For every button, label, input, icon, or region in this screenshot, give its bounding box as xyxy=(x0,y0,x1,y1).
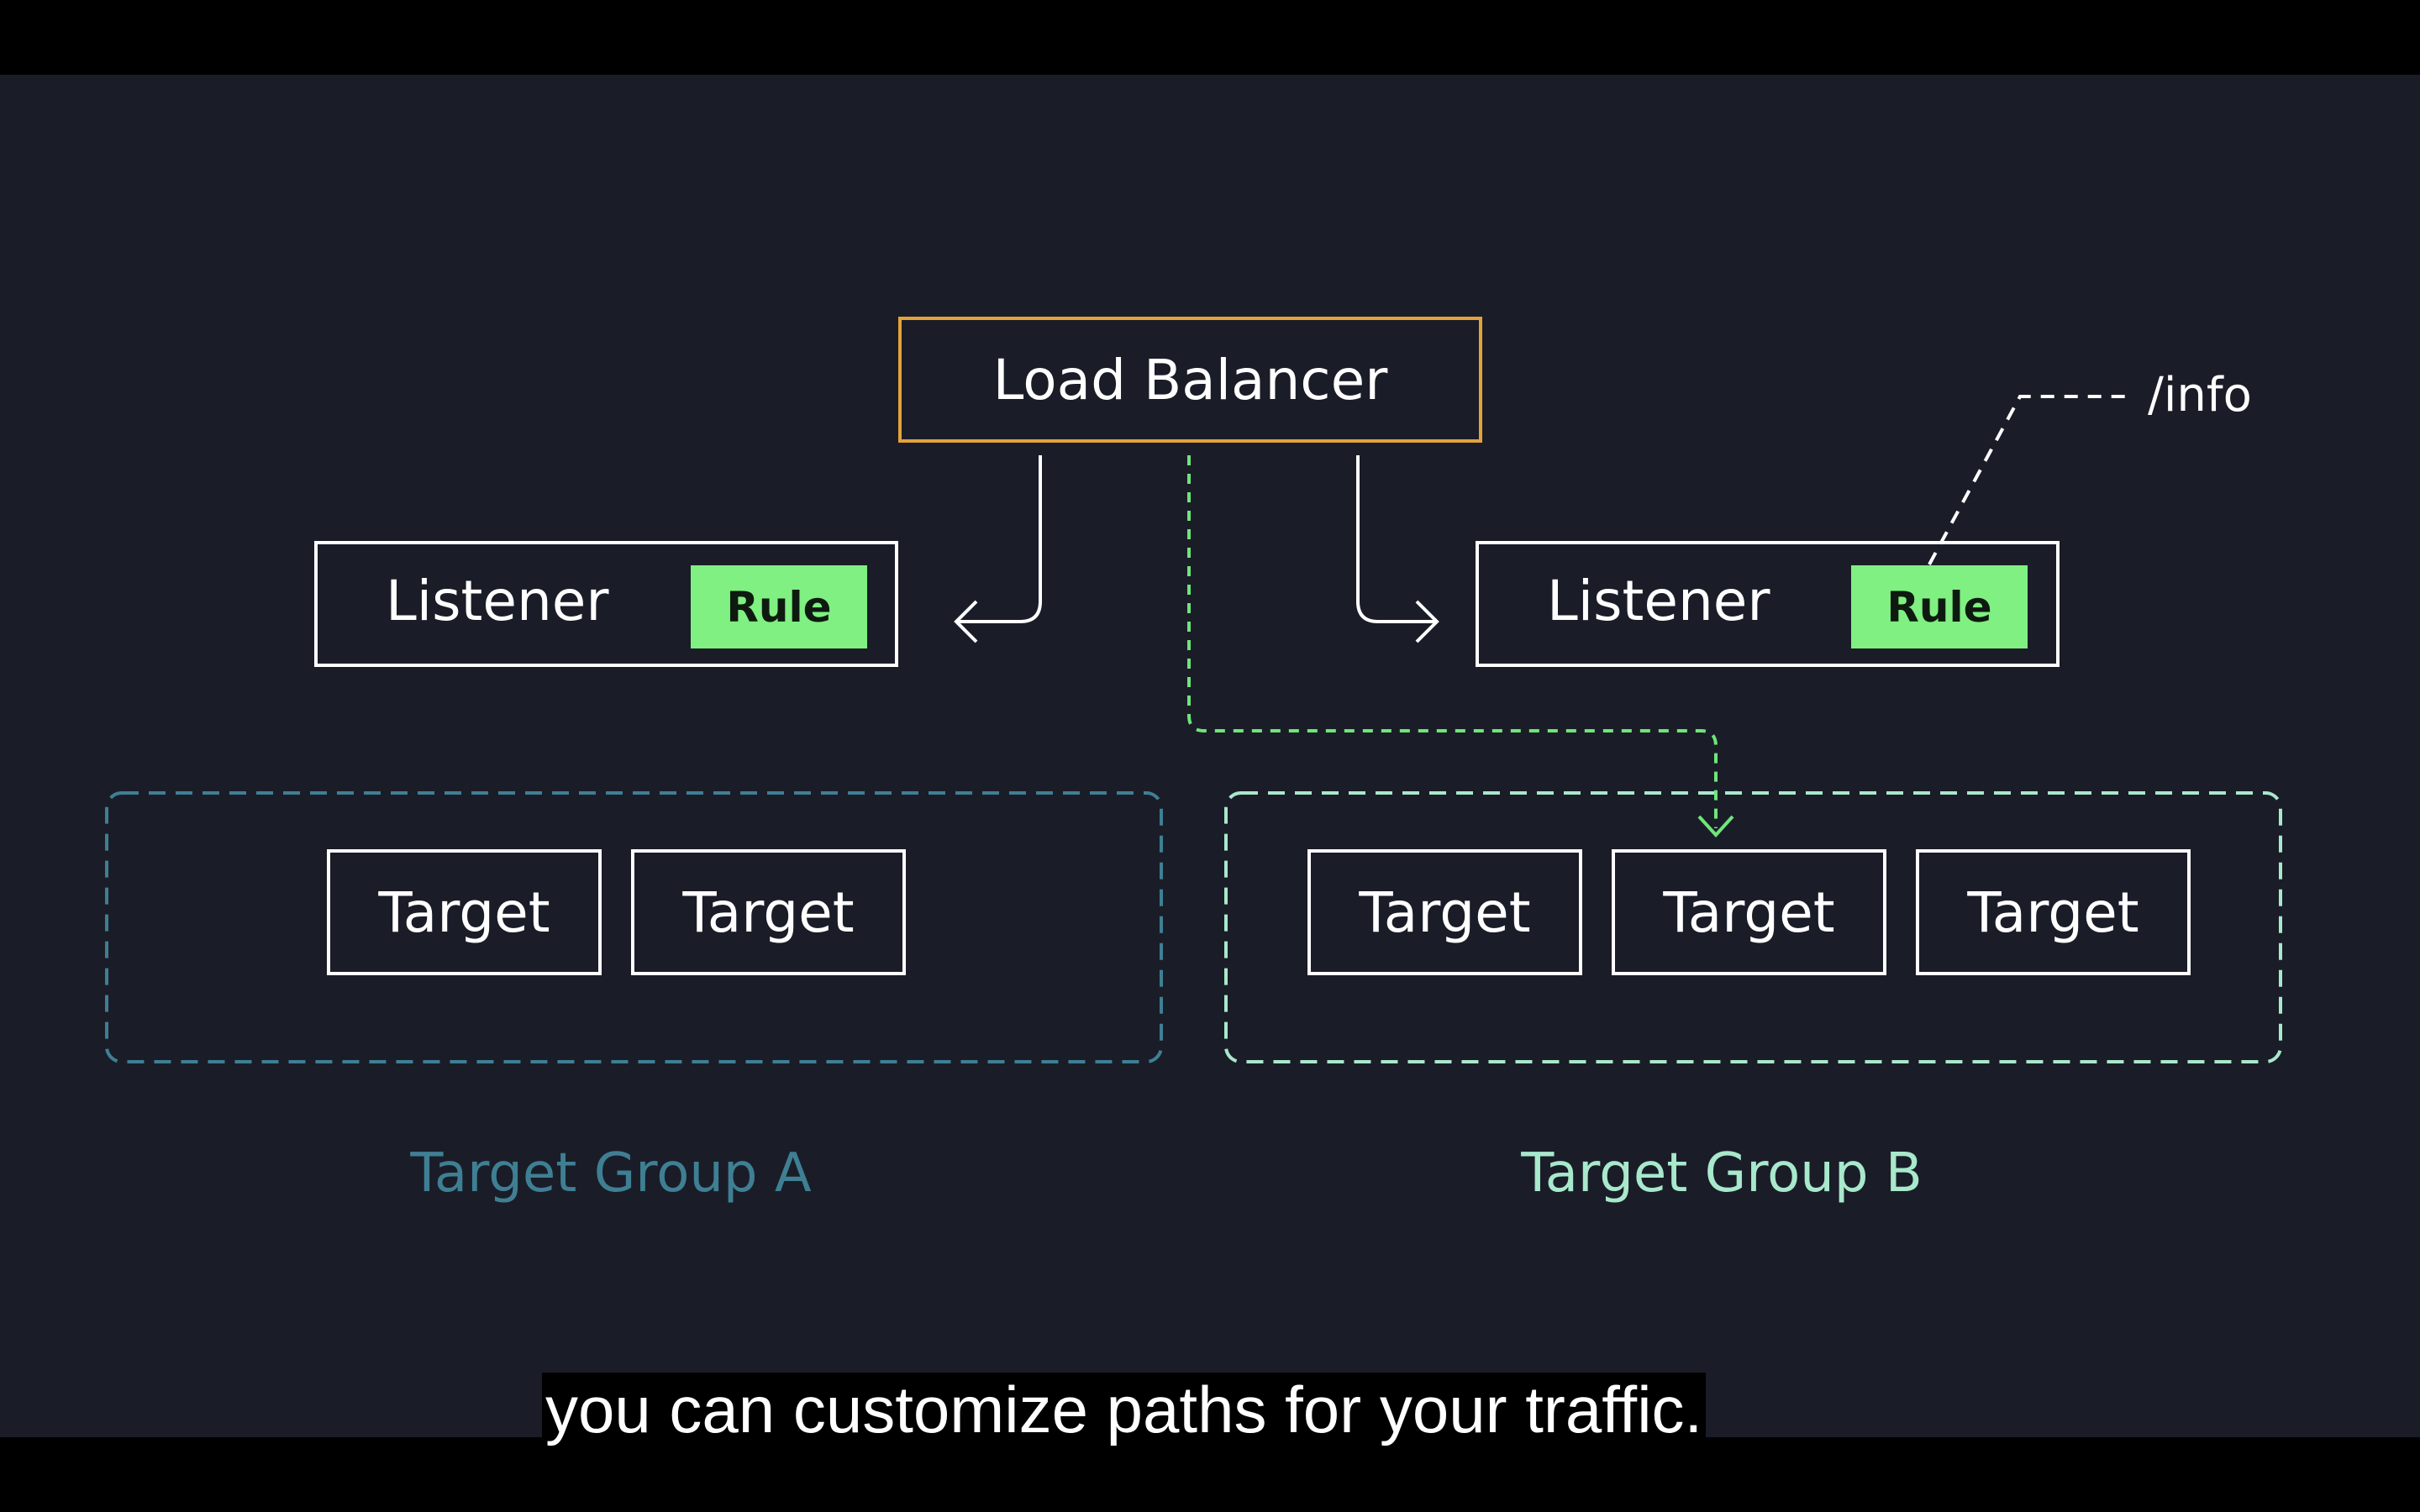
arrow-to-right-listener xyxy=(1356,455,1435,623)
target-group-b-container xyxy=(1224,791,2282,1063)
rule-left-badge: Rule xyxy=(691,565,867,648)
rule-right-badge: Rule xyxy=(1851,565,2028,648)
listener-left-label: Listener xyxy=(386,569,609,633)
listener-right-label: Listener xyxy=(1547,569,1770,633)
routing-path xyxy=(1187,455,1718,828)
load-balancer-label: Load Balancer xyxy=(992,347,1388,412)
diagram-canvas xyxy=(0,75,2420,1437)
arrow-head-left xyxy=(954,600,978,643)
listener-right-box xyxy=(1476,541,2060,667)
routing-arrow-head xyxy=(1697,815,1734,837)
target-b-3: Target xyxy=(1916,849,2191,975)
path-annotation-line xyxy=(1928,395,2134,565)
arrow-head-right xyxy=(1415,600,1439,643)
target-b-2: Target xyxy=(1612,849,1886,975)
video-subtitle: you can customize paths for your traffic… xyxy=(542,1373,1707,1446)
load-balancer-box: Load Balancer xyxy=(898,317,1482,443)
target-b-1: Target xyxy=(1307,849,1582,975)
arrow-to-left-listener xyxy=(958,455,1042,623)
listener-left-box xyxy=(314,541,898,667)
target-group-a-label: Target Group A xyxy=(410,1142,812,1205)
target-a-2: Target xyxy=(631,849,906,975)
target-a-1: Target xyxy=(327,849,602,975)
path-annotation-label: /info xyxy=(2148,368,2252,423)
target-group-a-container xyxy=(105,791,1163,1063)
target-group-b-label: Target Group B xyxy=(1521,1142,1923,1205)
